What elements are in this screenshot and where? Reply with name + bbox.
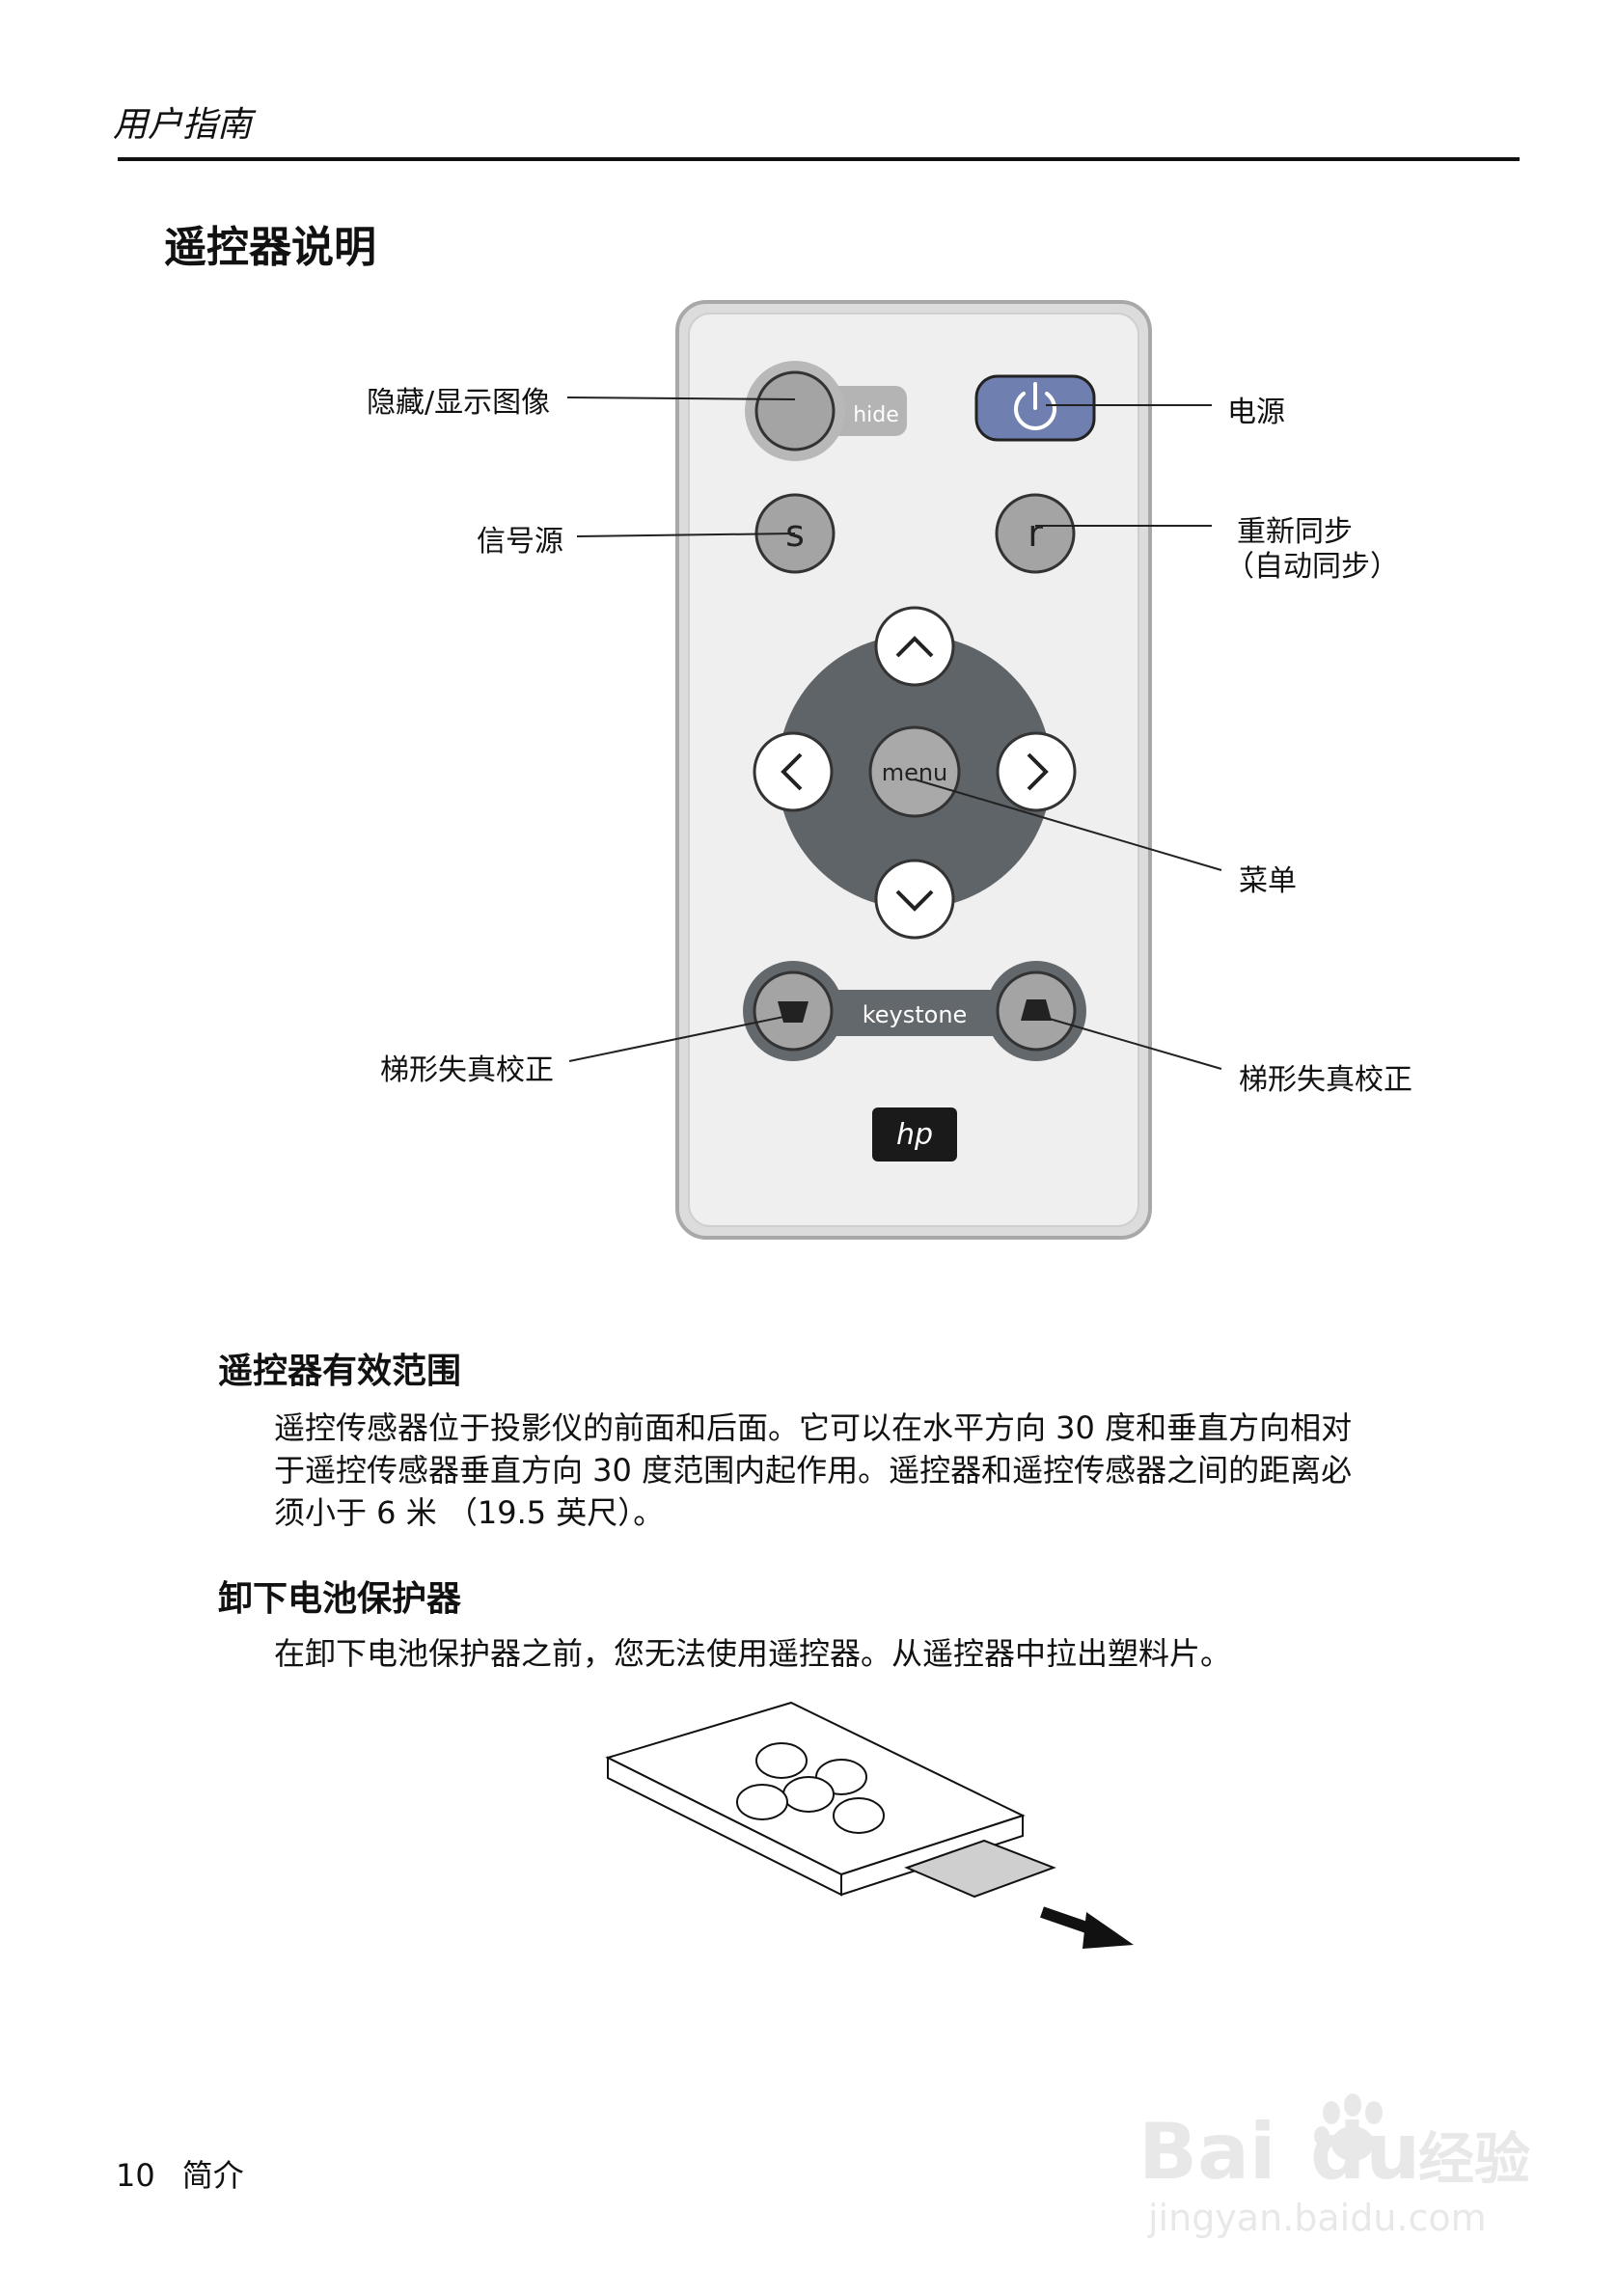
footer-section: 简介 [181,2157,244,2194]
hide-button [754,370,836,451]
menu-button [868,725,961,818]
range-line-1: 遥控传感器位于投影仪的前面和后面。它可以在水平方向 30 度和垂直方向相对 [274,1409,1353,1446]
up-button [874,606,955,687]
watermark-url: jingyan.baidu.com [1147,2197,1487,2238]
remote-side-face [840,1814,1024,1897]
battery-tab-illustration [605,1701,1134,1949]
button-oval [736,1784,788,1820]
hp-logo [872,1107,957,1162]
range-section-body: 遥控传感器位于投影仪的前面和后面。它可以在水平方向 30 度和垂直方向相对 于遥… [274,1407,1490,1534]
arrow-right-icon [1040,1906,1134,1949]
footer: 10 简介 [116,2151,271,2196]
paw-icon [1314,2093,1383,2161]
chevron-right-icon [1027,752,1049,791]
battery-section-body: 在卸下电池保护器之前，您无法使用遥控器。从遥控器中拉出塑料片。 [274,1632,1490,1675]
callout-hide: 隐藏/显示图像 [367,386,551,420]
range-line-2: 于遥控传感器垂直方向 30 度范围内起作用。遥控器和遥控传感器之间的距离必 [274,1452,1353,1489]
down-button [874,859,955,940]
resync-label: r [1028,512,1043,555]
hide-label: hide [853,403,899,427]
range-section-title: 遥控器有效范围 [218,1352,462,1391]
button-oval [833,1797,885,1834]
watermark-brand2: du [1310,2107,1420,2197]
header-divider [118,157,1520,161]
chevron-up-icon [895,636,934,658]
right-button [996,731,1077,812]
menu-label: menu [882,759,948,786]
callout-power: 电源 [1227,396,1285,429]
chevron-left-icon [781,752,803,791]
callout-resync-line2: （自动同步） [1225,550,1399,584]
keystone-up-icon [1021,999,1052,1021]
watermark-brand: Bai [1138,2107,1275,2197]
baidu-watermark: Bai du 经验 jingyan.baidu.com [1138,2093,1530,2238]
watermark-cn: 经验 [1418,2126,1530,2192]
page-number: 10 [116,2157,155,2194]
hp-logo-text: hp [896,1118,933,1152]
callout-keystone-right: 梯形失真校正 [1239,1063,1412,1097]
battery-text: 在卸下电池保护器之前，您无法使用遥控器。从遥控器中拉出塑料片。 [274,1635,1232,1672]
button-oval [782,1776,835,1813]
callout-keystone-left: 梯形失真校正 [380,1053,554,1087]
battery-section-title: 卸下电池保护器 [218,1579,462,1619]
resync-button [995,493,1076,574]
remote-diagram: hide s r menu keystone hp [566,300,1222,1240]
header-title: 用户指南 [113,105,253,145]
plastic-tab [904,1839,1056,1899]
left-button [753,731,834,812]
callout-lines [566,396,1222,1070]
callout-source: 信号源 [477,525,563,559]
range-line-3: 须小于 6 米 （19.5 英尺）。 [274,1494,665,1531]
callout-menu: 菜单 [1239,864,1297,898]
page-title: 遥控器说明 [164,223,376,272]
button-oval [755,1742,808,1779]
keystone-label: keystone [863,1001,968,1028]
callout-resync-line1: 重新同步 [1237,515,1353,549]
chevron-down-icon [895,889,934,912]
